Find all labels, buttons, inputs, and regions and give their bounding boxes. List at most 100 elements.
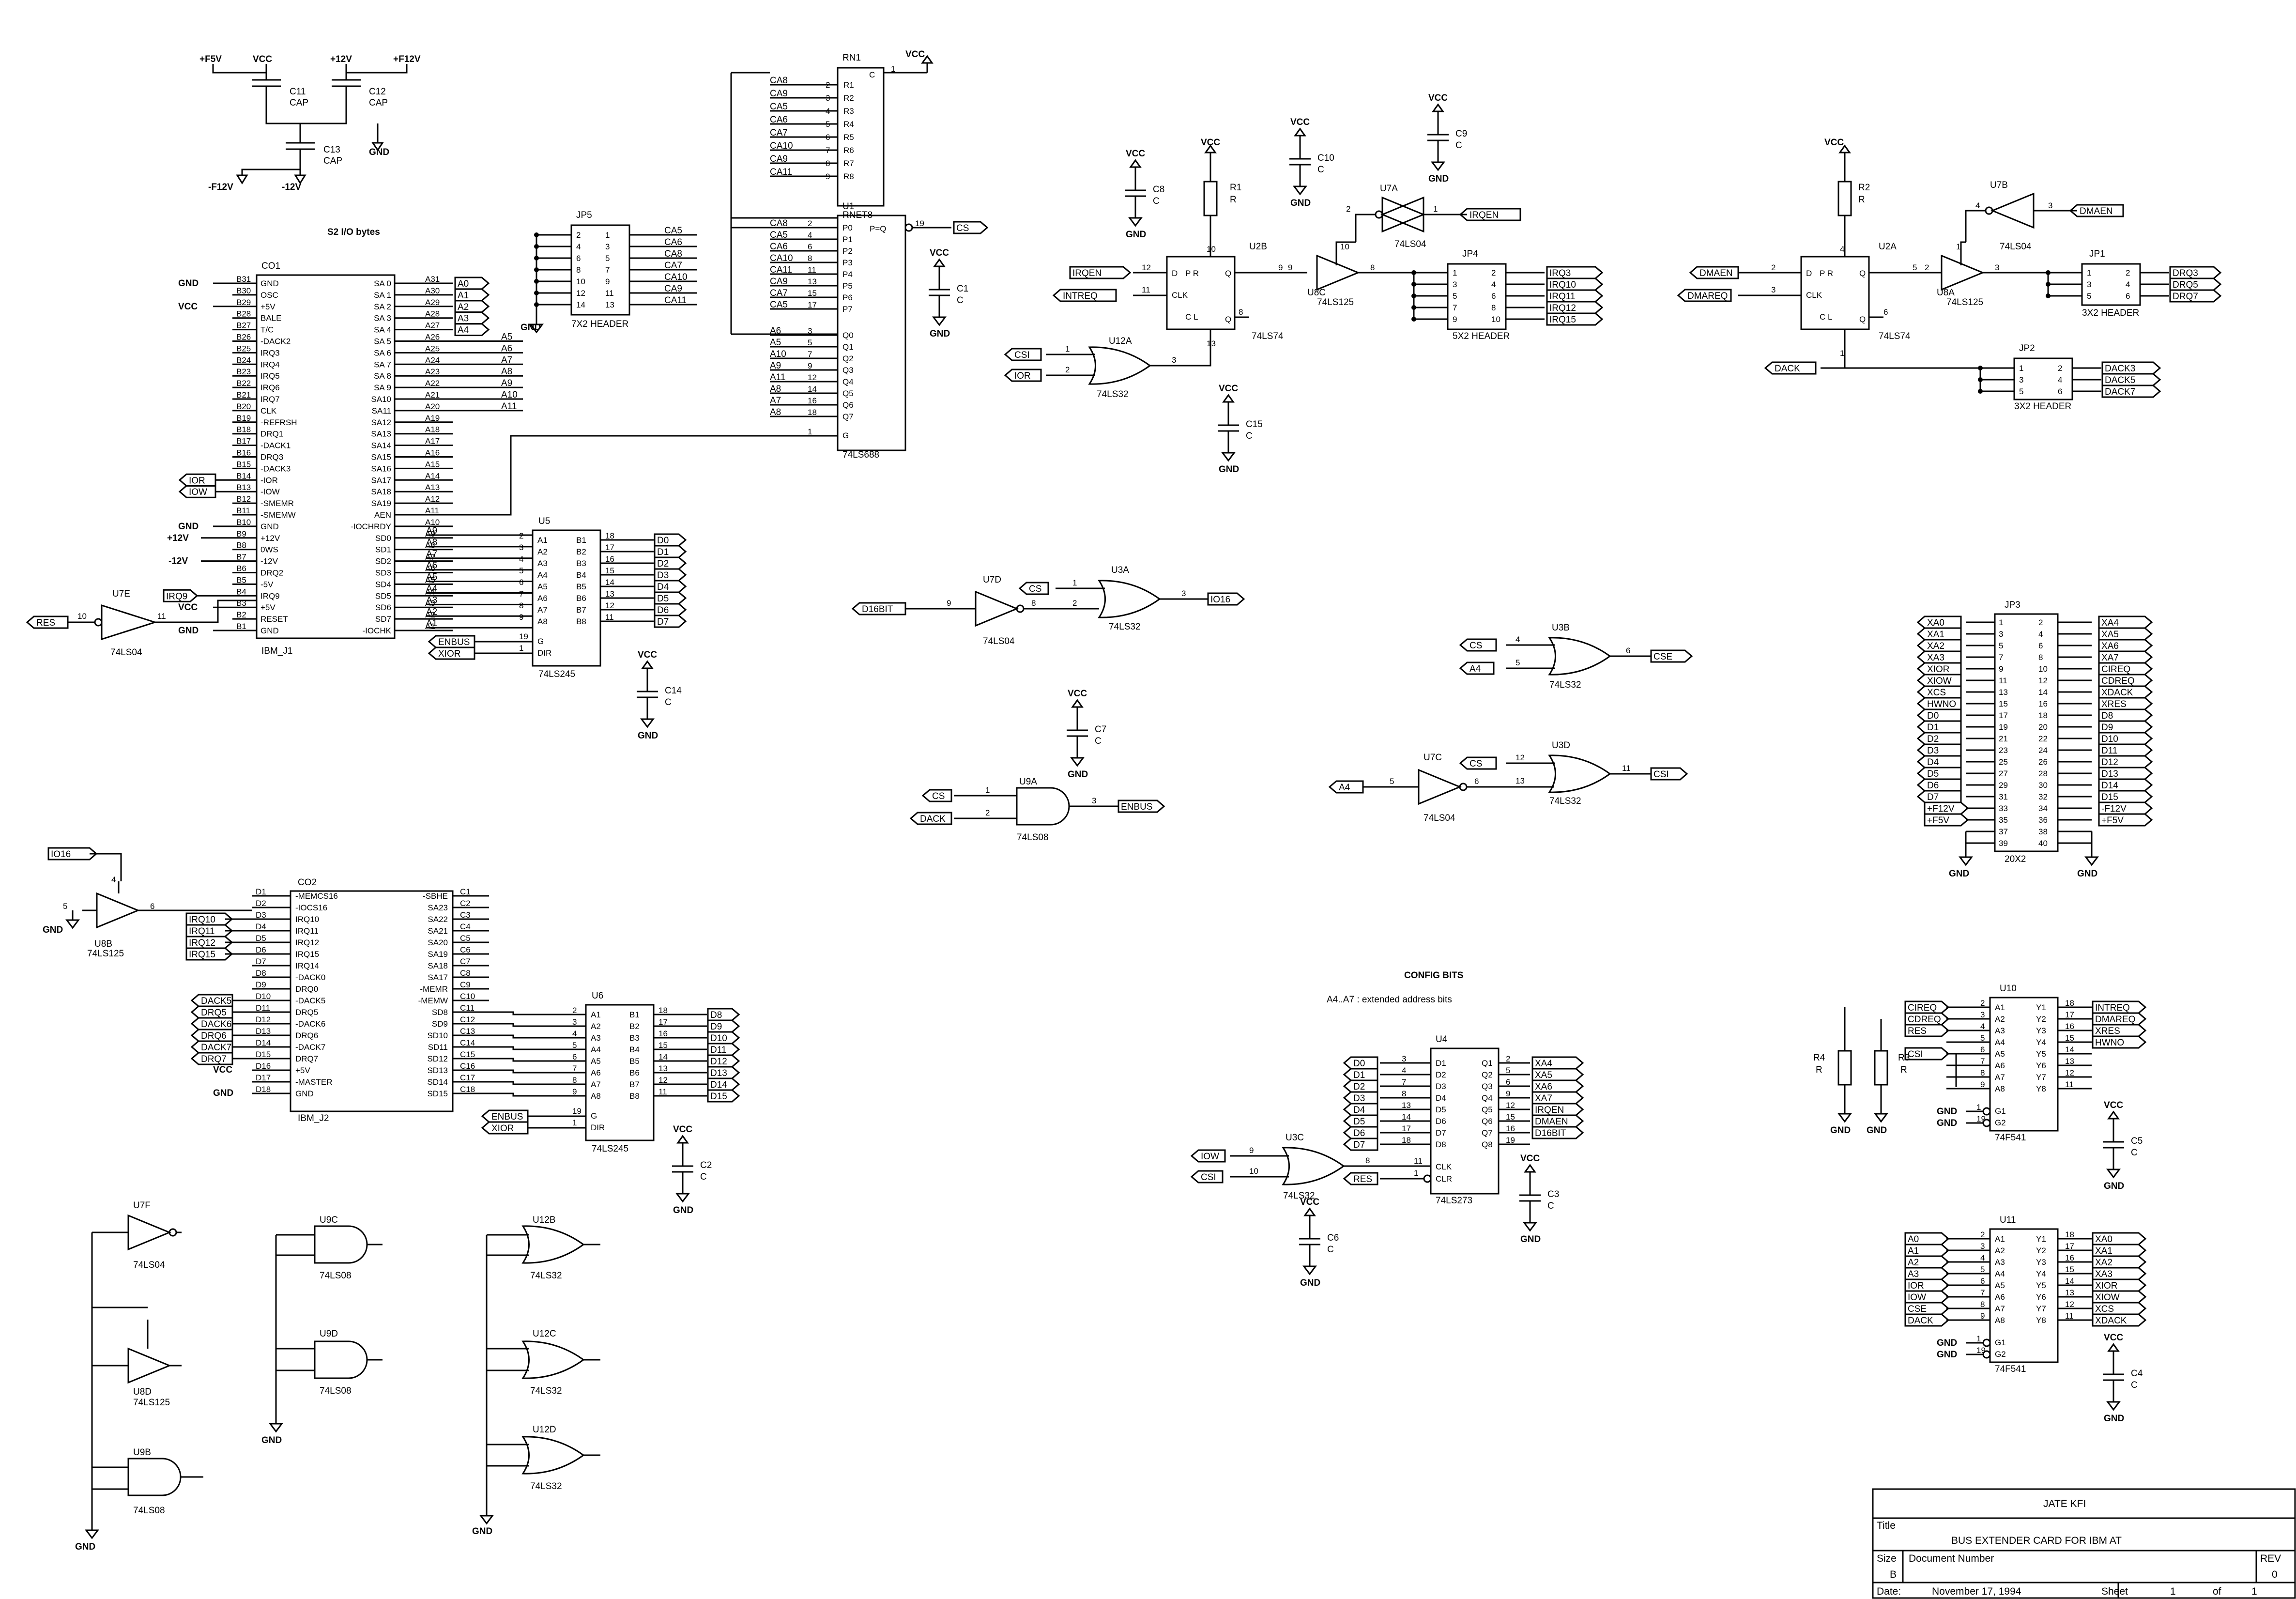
pin-name: B8: [576, 617, 586, 626]
pin-number: 2: [1925, 263, 1929, 272]
pin-name: T/C: [260, 325, 274, 335]
net-label: IOW: [1201, 1152, 1219, 1162]
net-flag: [2092, 1232, 2147, 1245]
pin-name: SD4: [375, 580, 391, 589]
net-label: CSI: [1653, 769, 1669, 780]
pin-number: 4: [2058, 375, 2062, 384]
pin-number: 3: [1980, 1010, 1985, 1019]
net-flag: [1531, 1103, 1584, 1116]
wire: [1067, 717, 1088, 748]
component-ref: JP5: [576, 210, 592, 220]
pin-number: 7: [1980, 1288, 1985, 1297]
net-label: A9: [426, 526, 437, 536]
pin-name: P1: [842, 235, 853, 244]
pin-name: AEN: [374, 510, 391, 520]
pin-number: D5: [256, 934, 266, 943]
pin-number: 6: [1980, 1045, 1985, 1054]
component-value: 3X2 HEADER: [2014, 401, 2071, 412]
pin-name: B5: [629, 1057, 640, 1066]
component-value: 74LS273: [1436, 1196, 1472, 1206]
chip-body: [1994, 613, 2059, 852]
net-label: GND: [1937, 1118, 1957, 1128]
pin-name: SA19: [371, 499, 391, 508]
ground-symbol: [932, 316, 947, 326]
pin-name: IRQ14: [295, 961, 319, 970]
power-symbol: [933, 258, 946, 267]
pin-name: SD8: [432, 1008, 448, 1017]
pin-name: +5V: [295, 1066, 310, 1075]
pin-number: 7: [1453, 303, 1457, 312]
pin-number: 1: [808, 427, 812, 436]
net-label: VCC: [1290, 117, 1310, 127]
net-flag: [1924, 801, 1969, 815]
pin-name: P4: [842, 270, 853, 279]
net-label: XRES: [2095, 1026, 2120, 1036]
net-label: D5: [1353, 1117, 1365, 1127]
pin-name: Y3: [2036, 1258, 2046, 1267]
net-label: XA2: [2095, 1258, 2112, 1268]
net-label: IRQ12: [1549, 303, 1576, 313]
pin-name: -DACK3: [260, 464, 291, 473]
net-label: XA0: [1927, 618, 1944, 628]
net-label: A8: [501, 367, 512, 377]
net-flag: [1916, 767, 1962, 780]
pin-name: Q0: [842, 331, 854, 340]
pin-name: Q7: [1482, 1128, 1493, 1138]
component-ref: C11: [290, 87, 306, 97]
net-flag: [1916, 743, 1962, 757]
net-label: A6: [770, 326, 781, 336]
component-value: 74LS688: [842, 450, 879, 460]
net-label: GND: [1830, 1125, 1851, 1136]
net-label: A2: [458, 302, 469, 312]
pin-name: DIR: [537, 648, 551, 658]
pin-name: IRQ9: [260, 591, 280, 600]
power-symbol: [1204, 144, 1217, 154]
pin-name: DRQ5: [295, 1008, 318, 1017]
pin-number: 1: [1999, 618, 2003, 627]
pin-name: DRQ7: [295, 1054, 318, 1063]
section-subtitle: A4..A7 : extended address bits: [1327, 995, 1452, 1005]
pin-number: B20: [236, 402, 251, 411]
net-label: A7: [501, 355, 512, 365]
net-label: -F12V: [2101, 804, 2127, 814]
net-label: A11: [501, 401, 517, 412]
net-flag: [1904, 1290, 1950, 1304]
net-flag: [707, 1066, 740, 1079]
net-flag: [2098, 708, 2153, 722]
pin-number: 19: [1976, 1114, 1986, 1123]
power-symbol: [1303, 1207, 1316, 1216]
pin-number: B19: [236, 414, 251, 423]
component-ref: C9: [1455, 129, 1467, 139]
pin-name: Q8: [1482, 1140, 1493, 1149]
pin-number: C18: [460, 1085, 475, 1094]
net-label: +F5V: [2101, 815, 2124, 826]
net-label: DACK5: [2105, 375, 2135, 385]
pin-name: -MEMW: [418, 996, 448, 1005]
net-label: IOR: [189, 476, 205, 486]
pin-number: 6: [519, 578, 523, 587]
net-label: D16BIT: [1535, 1128, 1566, 1138]
buffer-gate: [1381, 196, 1425, 233]
pin-number: 10: [1340, 242, 1349, 251]
pin-number: 1: [1840, 349, 1844, 358]
pin-name: Y3: [2036, 1026, 2046, 1035]
pin-number: D15: [256, 1050, 271, 1059]
wire: [489, 1034, 586, 1039]
pin-number: 6: [1980, 1276, 1985, 1286]
net-flag: [1459, 661, 1495, 675]
net-flag: [1546, 301, 1604, 314]
net-label: DACK: [920, 814, 946, 824]
pin-number: 4: [576, 242, 581, 251]
pin-name: SD0: [375, 534, 391, 543]
pin-name: B2: [629, 1022, 640, 1031]
pin-name: A4: [537, 570, 548, 580]
pin-number: 30: [2038, 781, 2048, 790]
net-label: VCC: [2104, 1100, 2123, 1110]
ground-symbol: [675, 1193, 690, 1203]
pin-name: Y6: [2036, 1061, 2046, 1070]
pin-number: A11: [425, 506, 439, 515]
